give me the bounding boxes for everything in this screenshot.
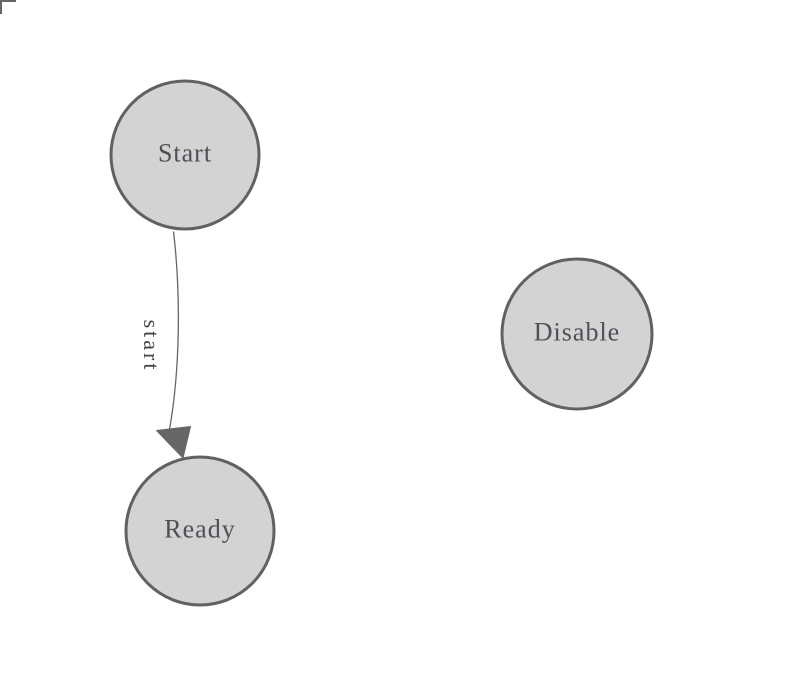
state-label-ready[interactable]: Ready: [164, 515, 235, 544]
state-node-ready[interactable]: Ready: [124, 455, 276, 607]
state-circle-ready[interactable]: [124, 455, 276, 607]
edge-label[interactable]: start: [139, 320, 164, 373]
state-circle-start[interactable]: [109, 79, 261, 231]
state-label-disable[interactable]: Disable: [534, 318, 620, 347]
state-label-start[interactable]: Start: [158, 139, 212, 168]
state-node-disable[interactable]: Disable: [500, 257, 654, 411]
arrowhead-icon[interactable]: [156, 426, 191, 459]
transition-edge-start-ready[interactable]: start: [139, 231, 191, 459]
state-circle-disable[interactable]: [500, 257, 654, 411]
edge-path[interactable]: [168, 231, 180, 430]
origin-corner-mark: [0, 0, 16, 14]
state-node-start[interactable]: Start: [109, 79, 261, 231]
